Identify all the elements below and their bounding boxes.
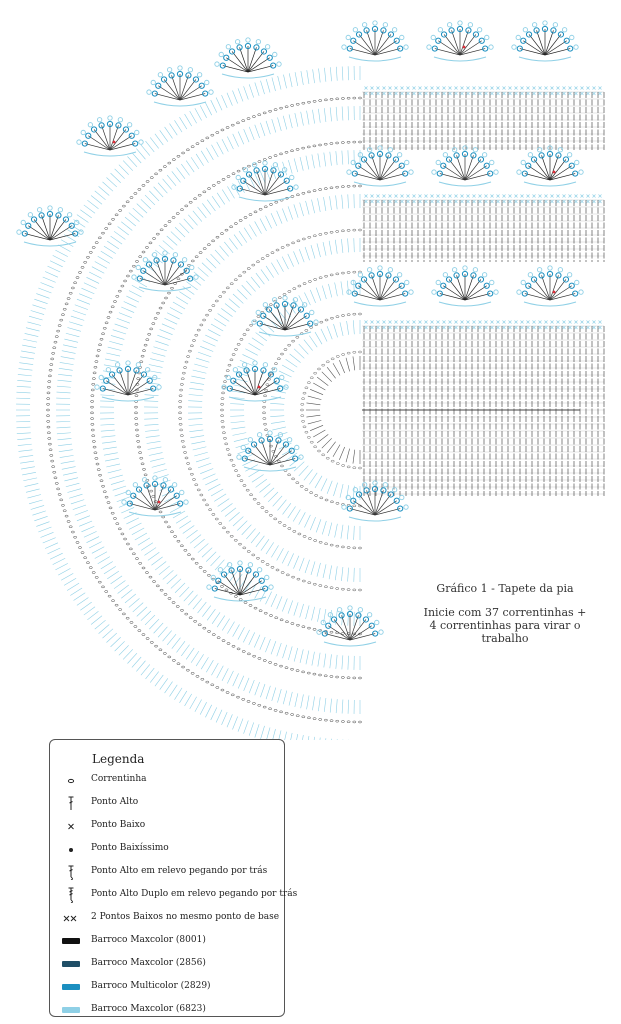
legend-label: Barroco Multicolor (2829) bbox=[91, 981, 211, 991]
legend-title: Legenda bbox=[92, 752, 145, 766]
chart-instruction-line2: 4 correntinhas para virar o trabalho bbox=[429, 619, 581, 645]
legend-label: Ponto Alto Duplo em relevo pegando por t… bbox=[91, 889, 298, 899]
legend-label: Ponto Alto bbox=[91, 797, 139, 807]
legend-item-chain: Correntinha bbox=[50, 772, 286, 788]
back-post-tr-icon bbox=[68, 887, 74, 903]
legend-item-yarn-8001: Barroco Maxcolor (8001) bbox=[50, 933, 286, 949]
legend-label: Barroco Maxcolor (8001) bbox=[91, 935, 206, 945]
color-swatch-2829 bbox=[62, 984, 80, 990]
legend-label: Ponto Baixíssimo bbox=[91, 843, 169, 853]
slip-stitch-icon bbox=[69, 848, 73, 852]
legend-item-slip-stitch: Ponto Baixíssimo bbox=[50, 841, 286, 857]
legend-label: 2 Pontos Baixos no mesmo ponto de base bbox=[91, 912, 280, 922]
legend-label: Correntinha bbox=[91, 774, 147, 784]
round-rings bbox=[16, 66, 362, 740]
chart-title: Gráfico 1 - Tapete da pia bbox=[436, 582, 574, 595]
straight-rows bbox=[362, 86, 605, 496]
back-post-dc-icon bbox=[68, 865, 74, 880]
two-sc-icon bbox=[63, 915, 77, 922]
legend-item-double-crochet: Ponto Alto bbox=[50, 795, 286, 811]
legend-item-yarn-2829: Barroco Multicolor (2829) bbox=[50, 979, 286, 995]
legend-item-yarn-2856: Barroco Maxcolor (2856) bbox=[50, 956, 286, 972]
legend-item-back-post-dc: Ponto Alto em relevo pegando por trás bbox=[50, 864, 286, 880]
chain-icon bbox=[67, 778, 75, 784]
legend-box: Legenda Correntinha Ponto Alto Ponto Bai… bbox=[49, 739, 297, 1018]
legend-label: Ponto Alto em relevo pegando por trás bbox=[91, 866, 268, 876]
single-crochet-icon bbox=[68, 823, 74, 830]
legend-item-single-crochet: Ponto Baixo bbox=[50, 818, 286, 834]
chart-instruction-line1: Inicie com 37 correntinhas + bbox=[423, 606, 587, 619]
legend-item-back-post-tr: Ponto Alto Duplo em relevo pegando por t… bbox=[50, 887, 297, 903]
legend-item-yarn-6823: Barroco Maxcolor (6823) bbox=[50, 1002, 286, 1018]
legend-item-two-sc: 2 Pontos Baixos no mesmo ponto de base bbox=[50, 910, 286, 926]
double-crochet-icon bbox=[68, 796, 74, 810]
legend-label: Ponto Baixo bbox=[91, 820, 146, 830]
legend-label: Barroco Maxcolor (2856) bbox=[91, 958, 206, 968]
color-swatch-8001 bbox=[62, 938, 80, 944]
color-swatch-2856 bbox=[62, 961, 80, 967]
legend-label: Barroco Maxcolor (6823) bbox=[91, 1004, 206, 1014]
crochet-chart bbox=[16, 20, 605, 740]
shell-fans bbox=[16, 20, 584, 647]
color-swatch-6823 bbox=[62, 1007, 80, 1013]
